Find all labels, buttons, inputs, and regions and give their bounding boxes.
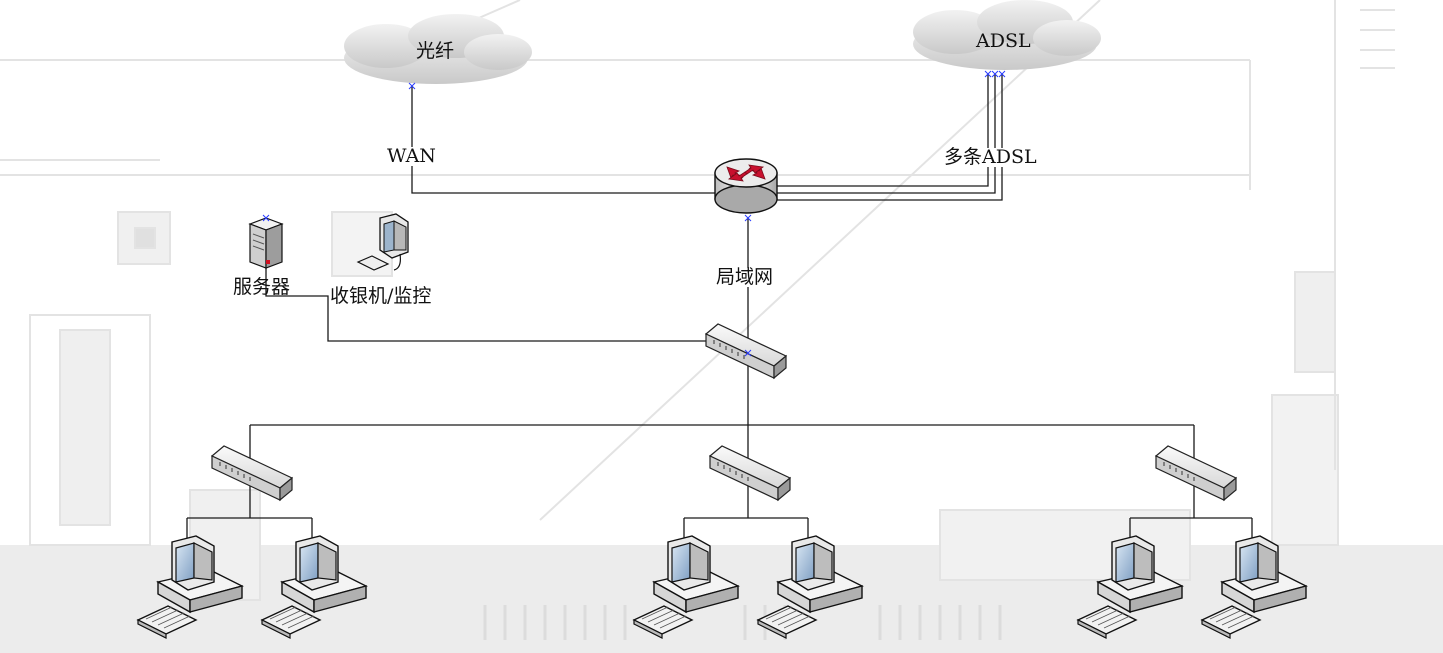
router-icon	[714, 158, 778, 214]
connection-lines	[186, 74, 1253, 542]
access-switch-right-icon	[1155, 445, 1237, 501]
adsl-cloud-label: ADSL	[976, 30, 1031, 52]
lan-link-label: 局域网	[716, 266, 774, 288]
cashier-icon	[356, 213, 409, 271]
server-link	[265, 268, 712, 342]
multi-adsl-link-label: 多条ADSL	[944, 146, 1037, 168]
cashier-label: 收银机/监控	[330, 285, 432, 307]
access-switch-middle-icon	[709, 445, 791, 501]
wan-link	[411, 86, 715, 194]
adsl-link-2	[776, 74, 996, 194]
connector-marks	[262, 70, 1006, 357]
fiber-cloud-label: 光纤	[416, 40, 455, 62]
adsl-link-1	[776, 74, 989, 187]
wan-link-label: WAN	[387, 145, 436, 167]
server-label: 服务器	[233, 276, 291, 298]
adsl-link-3	[776, 74, 1003, 201]
server-icon	[248, 217, 284, 269]
